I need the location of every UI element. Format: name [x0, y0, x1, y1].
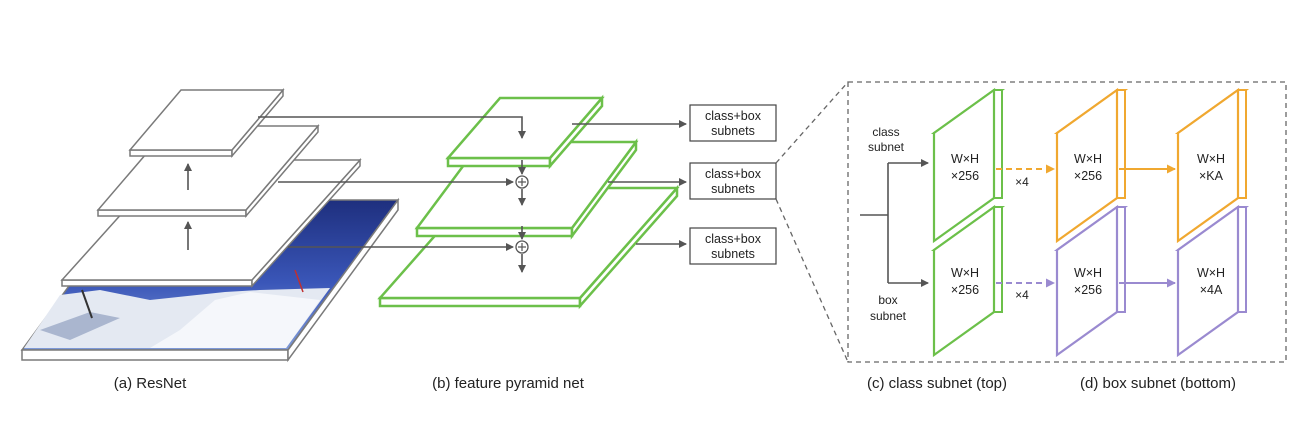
- box-subnet-input-layer: W×H ×256: [930, 204, 1006, 358]
- box-subnet-output-layer: W×H ×4A: [1174, 204, 1250, 358]
- caption-box-subnet: (d) box subnet (bottom): [1080, 375, 1236, 392]
- class-repeat-label: ×4: [1015, 175, 1029, 189]
- resnet-layer-c5: [128, 87, 285, 159]
- resnet-layer-c3: [60, 158, 362, 288]
- box-repeat-label: ×4: [1015, 288, 1029, 302]
- merge-plus-symbol: [515, 240, 529, 254]
- box-subnet-hidden-layer: W×H ×256: [1053, 204, 1129, 358]
- subnet-box-label-line2: subnets: [711, 182, 755, 196]
- caption-class-subnet: (c) class subnet (top): [867, 375, 1007, 392]
- class-subnet-label-line1: class: [872, 125, 899, 139]
- subnet-box-label-line2: subnets: [711, 247, 755, 261]
- merge-plus-symbol: [515, 175, 529, 189]
- class-subnet-hidden-layer: W×H ×256: [1053, 87, 1129, 244]
- layer-dim-line2: ×KA: [1199, 169, 1224, 183]
- layer-dim-line1: W×H: [1074, 266, 1102, 280]
- box-subnet-label-line1: box: [878, 293, 897, 307]
- subnet-box: class+box subnets: [689, 104, 777, 142]
- subnet-box-label-line1: class+box: [705, 167, 762, 181]
- layer-dim-line2: ×256: [951, 283, 979, 297]
- feature-pyramid-net: [258, 94, 687, 310]
- layer-dim-line1: W×H: [1197, 152, 1225, 166]
- layer-dim-line2: ×256: [951, 169, 979, 183]
- zoom-guide-line: [775, 198, 849, 363]
- caption-resnet: (a) ResNet: [114, 375, 187, 392]
- lateral-connection-arrow: [258, 116, 526, 139]
- subnet-box-label-line1: class+box: [705, 109, 762, 123]
- class-subnet-output-layer: W×H ×KA: [1174, 87, 1250, 244]
- layer-dim-line2: ×256: [1074, 169, 1102, 183]
- class-subnet-input-layer: W×H ×256: [930, 87, 1006, 244]
- subnet-box: class+box subnets: [689, 162, 777, 200]
- subnet-detail-panel: [847, 81, 1287, 363]
- subnet-box-label-line2: subnets: [711, 124, 755, 138]
- layer-dim-line1: W×H: [951, 266, 979, 280]
- zoom-guide-line: [775, 81, 849, 164]
- subnet-box: class+box subnets: [689, 227, 777, 265]
- caption-feature-pyramid-net: (b) feature pyramid net: [432, 375, 585, 392]
- layer-dim-line2: ×4A: [1200, 283, 1223, 297]
- layer-dim-line1: W×H: [1074, 152, 1102, 166]
- class-subnet-label-line2: subnet: [868, 140, 905, 154]
- layer-dim-line1: W×H: [951, 152, 979, 166]
- subnet-branch-lines: [860, 159, 929, 287]
- subnet-box-label-line1: class+box: [705, 232, 762, 246]
- layer-dim-line2: ×256: [1074, 283, 1102, 297]
- box-subnet-label-line2: subnet: [870, 309, 907, 323]
- layer-dim-line1: W×H: [1197, 266, 1225, 280]
- fpn-level-p5: [445, 94, 605, 170]
- resnet-backbone: [20, 87, 400, 363]
